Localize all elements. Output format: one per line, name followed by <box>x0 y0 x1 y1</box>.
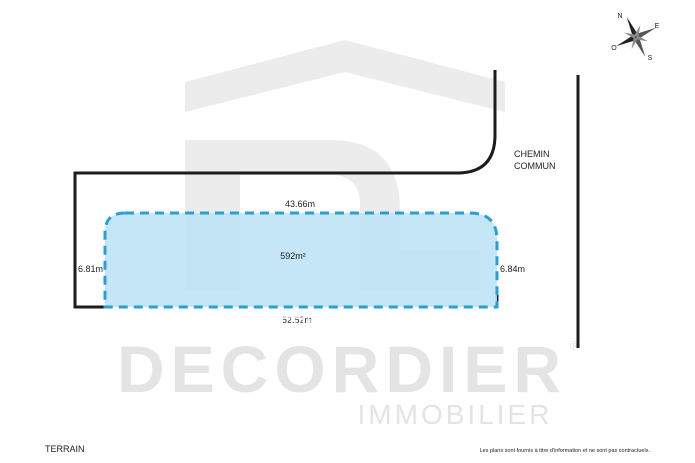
measurement-bottom: 52.52m <box>282 315 312 325</box>
measurement-right: 6.84m <box>500 264 525 274</box>
compass-diag-3 <box>635 35 648 42</box>
boundary-line <box>73 70 497 309</box>
plot-area <box>103 211 499 309</box>
footer-disclaimer: Les plans sont fournis à titre d'informa… <box>480 448 651 454</box>
watermark-logo: DECORDIER ® IMMOBILIER <box>117 40 580 430</box>
compass-diag-2 <box>631 36 638 49</box>
compass-needle-north <box>626 17 639 39</box>
watermark-house-mark <box>185 120 480 290</box>
compass-needle-south <box>633 35 646 57</box>
compass-needle-west <box>616 34 638 47</box>
watermark-registered: ® <box>570 338 580 353</box>
plot-area-label: 592m² <box>280 251 306 261</box>
footer-title: TERRAIN <box>45 444 85 454</box>
watermark-brand: DECORDIER <box>117 332 567 406</box>
road-label-line2: COMMUN <box>514 161 556 171</box>
compass-icon <box>616 17 656 57</box>
compass-south-label: S <box>648 55 653 62</box>
watermark-overlay: DECORDIER Immobilier © propertycloud.mu <box>170 311 469 328</box>
compass-north-label: N <box>617 13 622 20</box>
compass-west-label: O <box>611 45 617 52</box>
watermark-roof <box>185 40 505 112</box>
watermark-sub: IMMOBILIER <box>358 399 553 430</box>
road-label-line1: CHEMIN <box>514 149 550 159</box>
compass-east-label: E <box>655 23 660 30</box>
measurement-top: 43.66m <box>285 199 315 209</box>
compass-diag-4 <box>624 32 637 39</box>
measurement-left: 6.81m <box>78 264 103 274</box>
compass-diag-1 <box>634 25 641 38</box>
compass-needle-east <box>634 27 656 40</box>
